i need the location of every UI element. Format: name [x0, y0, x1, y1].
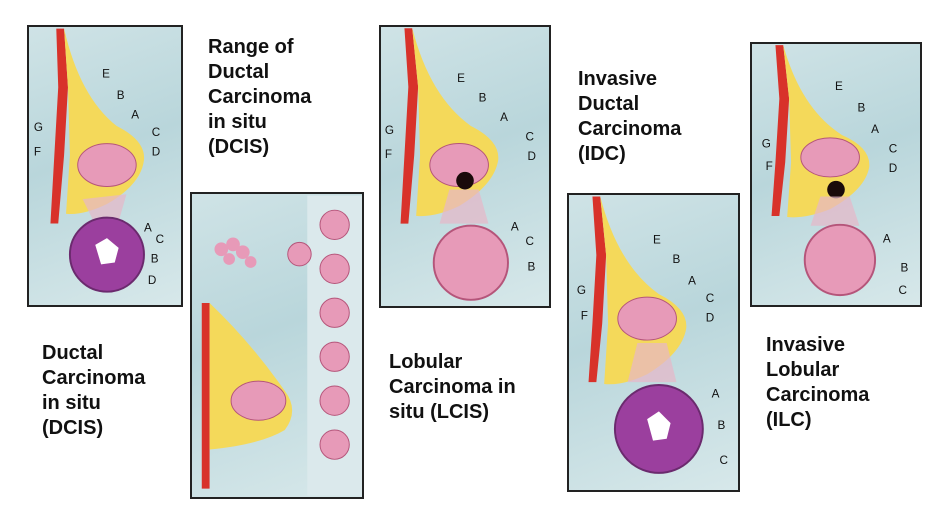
label-c: C — [152, 126, 160, 139]
zoom-cone — [627, 342, 677, 383]
label-b: B — [673, 253, 681, 266]
label-b: B — [117, 89, 125, 102]
caption-range-dcis: Range of Ductal Carcinoma in situ (DCIS) — [208, 36, 312, 158]
label-e: E — [835, 80, 843, 93]
label-d: D — [528, 150, 536, 163]
label-f: F — [385, 148, 392, 161]
chest-muscle — [771, 45, 790, 217]
lcis-illustration: E B A C D G F A C B — [385, 28, 536, 301]
label-f: F — [581, 310, 588, 323]
zoom-cone — [439, 189, 489, 224]
label-d-2: D — [148, 274, 156, 287]
caption-dcis: Ductal Carcinoma in situ (DCIS) — [42, 342, 146, 439]
label-b: B — [857, 102, 865, 115]
label-e: E — [102, 67, 110, 80]
tumor — [456, 171, 474, 190]
label-e: E — [653, 233, 661, 246]
progression-stages — [319, 209, 350, 460]
label-a-2: A — [144, 221, 152, 234]
idc-illustration: E B A C D G F A B C — [577, 196, 728, 474]
label-g: G — [762, 138, 771, 151]
label-b-2: B — [528, 261, 536, 274]
label-a: A — [688, 274, 696, 287]
dcis-illustration: E B A C D G F A C B D — [34, 28, 164, 293]
chest-muscle — [201, 303, 210, 489]
lobule-cluster — [800, 137, 860, 178]
tumor — [827, 180, 845, 199]
panel-dcis-illustration: E B A C D G F A C B D — [27, 25, 183, 307]
label-a: A — [131, 108, 139, 121]
range-dcis-illustration — [201, 195, 362, 496]
chest-muscle — [588, 196, 607, 383]
ilc-illustration: E B A C D G F A B C — [762, 45, 908, 297]
label-a-2: A — [712, 388, 720, 401]
lobule-cross-section — [803, 223, 877, 297]
label-f: F — [766, 160, 773, 173]
label-a: A — [871, 123, 879, 136]
lobule-cluster — [77, 143, 137, 187]
label-c: C — [706, 292, 715, 305]
duct-lumen — [647, 411, 671, 441]
label-c-2: C — [526, 235, 535, 248]
duct-lumen — [95, 238, 119, 265]
zoom-circle — [287, 241, 312, 267]
panel-idc-illustration: E B A C D G F A B C — [567, 193, 740, 492]
label-e: E — [457, 72, 465, 85]
fat-tissue — [209, 303, 293, 450]
label-c-2: C — [156, 233, 164, 246]
label-d: D — [152, 145, 160, 158]
lobule-cluster — [617, 296, 677, 341]
fat-tissue — [600, 196, 687, 385]
caption-ilc: Invasive Lobular Carcinoma (ILC) — [766, 334, 870, 431]
label-g: G — [577, 284, 586, 297]
panel-ilc-illustration: E B A C D G F A B C — [750, 42, 922, 307]
label-g: G — [385, 124, 394, 137]
fat-tissue — [412, 28, 499, 217]
panel-range-dcis-illustration — [190, 192, 364, 499]
chest-muscle — [400, 28, 419, 224]
label-a-2: A — [883, 232, 891, 245]
panel-lcis-illustration: E B A C D G F A C B — [379, 25, 551, 308]
label-b-2: B — [151, 252, 159, 265]
label-b: B — [479, 92, 487, 105]
label-a: A — [500, 111, 508, 124]
label-c-2: C — [719, 454, 728, 467]
lobule-cluster — [214, 237, 257, 268]
caption-idc: Invasive Ductal Carcinoma (IDC) — [578, 68, 682, 165]
lobule-cross-section — [432, 224, 509, 301]
fat-tissue — [783, 45, 870, 218]
label-d: D — [889, 162, 897, 175]
zoom-cone — [810, 196, 860, 226]
lobule-cluster-2 — [230, 380, 287, 421]
label-g: G — [34, 121, 43, 134]
label-a-2: A — [511, 220, 519, 233]
label-d: D — [706, 311, 714, 324]
label-b-2: B — [900, 262, 908, 275]
label-c: C — [889, 143, 898, 156]
label-c: C — [526, 131, 535, 144]
label-f: F — [34, 145, 41, 158]
caption-lcis: Lobular Carcinoma in situ (LCIS) — [389, 351, 516, 423]
label-b-2: B — [717, 419, 725, 432]
label-c-2: C — [899, 284, 908, 297]
chest-muscle — [50, 28, 68, 224]
